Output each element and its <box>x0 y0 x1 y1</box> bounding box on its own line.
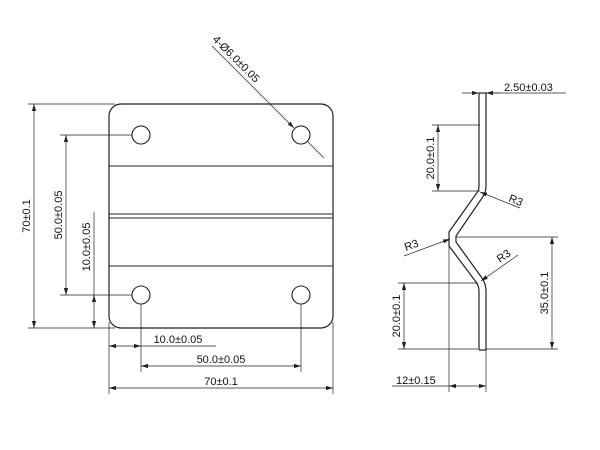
bend-radius-lower-label: R3 <box>495 248 513 266</box>
bend-radius-top-label: R3 <box>507 193 525 209</box>
hole-callout-label: 4-Ø6.0±0.05 <box>210 34 262 86</box>
mounting-hole <box>131 125 151 145</box>
hole-callout-leader-tail <box>307 141 325 159</box>
bend-radius-leader <box>403 238 451 257</box>
bend-radius-leader <box>479 191 521 209</box>
bottom-flange-label: 20.0±0.1 <box>391 295 403 338</box>
mounting-hole <box>291 285 311 305</box>
hole-edge-offset-horizontal-label: 10.0±0.05 <box>154 334 203 346</box>
side-view: 2.50±0.03 20.0±0.1 R3 R3 R3 35.0±0.1 20.… <box>391 82 566 392</box>
overall-height-label: 70±0.1 <box>21 199 33 233</box>
offset-label: 12±0.15 <box>396 375 436 387</box>
bend-radius-middle-label: R3 <box>403 238 420 254</box>
mounting-hole <box>131 285 151 305</box>
bracket-profile <box>448 93 480 350</box>
bend-section-label: 35.0±0.1 <box>539 272 551 315</box>
mounting-hole <box>291 125 311 145</box>
bracket-profile <box>455 93 487 350</box>
top-flange-label: 20.0±0.1 <box>425 137 437 180</box>
overall-width-label: 70±0.1 <box>204 376 238 388</box>
plate-outline <box>108 103 334 329</box>
hole-spacing-horizontal-label: 50.0±0.05 <box>197 354 246 366</box>
front-view: 4-Ø6.0±0.05 70±0.1 50.0±0.05 10.0±0.05 1… <box>21 34 334 394</box>
thickness-label: 2.50±0.03 <box>504 82 553 94</box>
hole-callout-leader <box>211 45 295 129</box>
hole-spacing-vertical-label: 50.0±0.05 <box>53 191 65 240</box>
bend-radius-leader <box>480 254 519 282</box>
hole-edge-offset-vertical-label: 10.0±0.05 <box>81 223 93 272</box>
